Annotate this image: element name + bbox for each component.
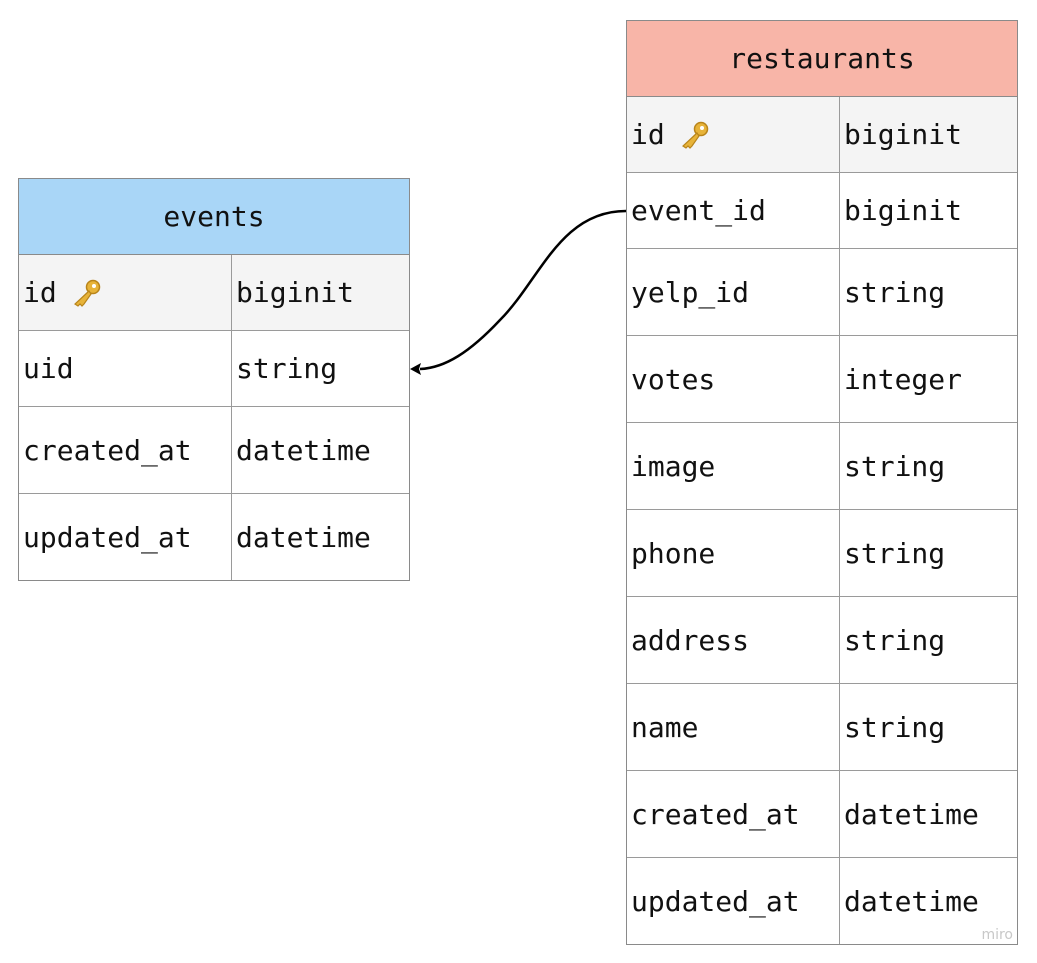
table-row[interactable]: updated_at datetime bbox=[19, 494, 409, 580]
field-name-cell: id bbox=[19, 255, 232, 330]
field-type: datetime bbox=[236, 520, 371, 554]
table-row[interactable]: image string bbox=[627, 423, 1017, 510]
field-name: event_id bbox=[627, 173, 840, 248]
table-row[interactable]: created_at datetime bbox=[19, 407, 409, 494]
field-name: phone bbox=[627, 510, 840, 596]
field-name: updated_at bbox=[19, 494, 232, 580]
table-row[interactable]: id biginit bbox=[19, 255, 409, 331]
table-row[interactable]: updated_at datetime bbox=[627, 858, 1017, 944]
field-type: biginit bbox=[844, 118, 963, 151]
key-icon bbox=[73, 279, 100, 307]
restaurants-table[interactable]: restaurants id biginit event_id biginit … bbox=[626, 20, 1018, 945]
field-name: id bbox=[23, 276, 57, 309]
table-row[interactable]: phone string bbox=[627, 510, 1017, 597]
field-type: integer bbox=[844, 362, 963, 396]
field-type: string bbox=[844, 275, 946, 309]
table-row[interactable]: uid string bbox=[19, 331, 409, 407]
table-row[interactable]: yelp_id string bbox=[627, 249, 1017, 336]
field-type: biginit bbox=[844, 194, 963, 227]
field-name: name bbox=[627, 684, 840, 770]
field-type: datetime bbox=[844, 797, 979, 831]
field-type: string bbox=[844, 710, 946, 744]
events-table-title: events bbox=[19, 179, 409, 255]
field-name: uid bbox=[19, 331, 232, 406]
field-name: image bbox=[627, 423, 840, 509]
restaurants-table-title: restaurants bbox=[627, 21, 1017, 97]
table-row[interactable]: created_at datetime bbox=[627, 771, 1017, 858]
field-type: string bbox=[844, 449, 946, 483]
table-row[interactable]: name string bbox=[627, 684, 1017, 771]
table-row[interactable]: id biginit bbox=[627, 97, 1017, 173]
field-type: datetime bbox=[236, 433, 371, 467]
field-name: created_at bbox=[19, 407, 232, 493]
field-name: votes bbox=[627, 336, 840, 422]
field-name: yelp_id bbox=[627, 249, 840, 335]
key-icon bbox=[681, 121, 708, 149]
events-table[interactable]: events id biginit uid string created_at … bbox=[18, 178, 410, 581]
table-row[interactable]: event_id biginit bbox=[627, 173, 1017, 249]
miro-watermark: miro bbox=[981, 927, 1013, 943]
field-name: address bbox=[627, 597, 840, 683]
field-name-cell: id bbox=[627, 97, 840, 172]
field-name: id bbox=[631, 118, 665, 151]
field-type: string bbox=[236, 352, 338, 385]
table-row[interactable]: address string bbox=[627, 597, 1017, 684]
field-type: biginit bbox=[236, 276, 355, 309]
table-row[interactable]: votes integer bbox=[627, 336, 1017, 423]
field-name: updated_at bbox=[627, 858, 840, 944]
field-type: string bbox=[844, 536, 946, 570]
field-type: datetime bbox=[844, 884, 979, 918]
field-name: created_at bbox=[627, 771, 840, 857]
field-type: string bbox=[844, 623, 946, 657]
arrowhead-icon bbox=[410, 363, 421, 375]
